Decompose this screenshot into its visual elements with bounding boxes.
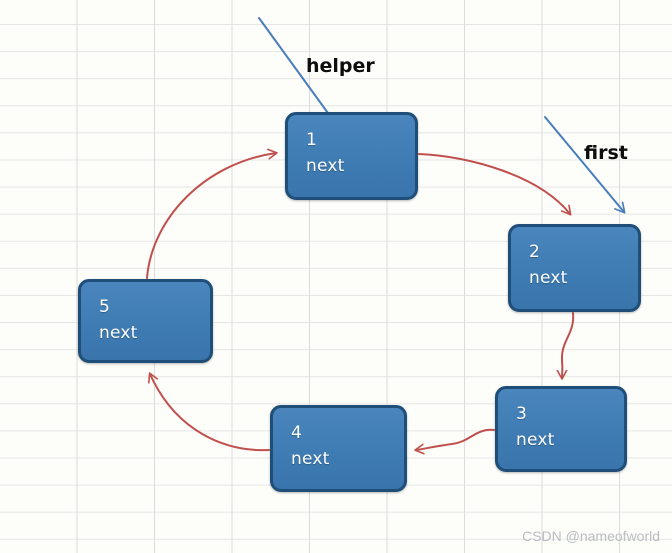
node-5[interactable]: 5 next xyxy=(78,279,213,363)
node-1[interactable]: 1 next xyxy=(285,112,418,200)
node-3[interactable]: 3 next xyxy=(495,386,627,472)
node-2-pointer: next xyxy=(529,268,568,289)
annotation-helper-arrow xyxy=(258,17,334,121)
node-4-pointer: next xyxy=(291,449,330,470)
node-1-value: 1 xyxy=(306,130,318,150)
node-2-value: 2 xyxy=(529,242,541,262)
node-1-pointer: next xyxy=(306,156,345,177)
annotation-label-helper: helper xyxy=(306,55,375,77)
node-2[interactable]: 2 next xyxy=(508,224,641,312)
node-4-value: 4 xyxy=(291,423,303,443)
edge-node-4-to-node-5 xyxy=(150,374,270,452)
edge-node-5-to-node-1 xyxy=(146,153,276,279)
edge-node-2-to-node-3 xyxy=(562,312,575,378)
edge-node-1-to-node-2 xyxy=(418,153,570,214)
node-5-pointer: next xyxy=(99,323,138,344)
node-3-value: 3 xyxy=(516,404,528,424)
edge-node-3-to-node-4 xyxy=(416,428,495,450)
node-3-pointer: next xyxy=(516,430,555,451)
node-4[interactable]: 4 next xyxy=(270,405,407,492)
annotation-label-first: first xyxy=(584,142,628,164)
node-5-value: 5 xyxy=(99,297,111,317)
annotation-first-arrow xyxy=(544,116,624,212)
watermark-text: CSDN @nameofworld xyxy=(522,528,660,544)
